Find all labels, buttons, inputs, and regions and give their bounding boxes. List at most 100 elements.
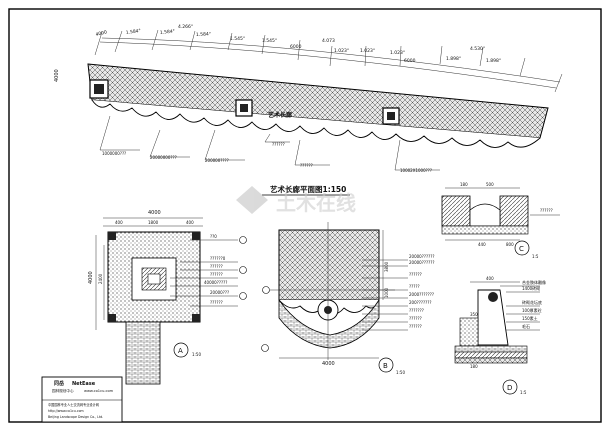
corridor-plan: 4000 bbox=[54, 29, 563, 171]
plan-callout-3: ?????? bbox=[272, 142, 285, 147]
detail-b-dim-bottom: 4000 bbox=[322, 361, 335, 367]
plan-callout-5: 10002X1000??? bbox=[400, 168, 432, 173]
detail-c-marker bbox=[514, 240, 530, 256]
detail-a-dim-sub-0: 400 bbox=[115, 220, 123, 225]
plan-callout-2: 200000???? bbox=[205, 158, 229, 163]
plan-dim-13: 4.530° bbox=[470, 46, 485, 52]
plan-dim-3: 1.584° bbox=[196, 31, 211, 38]
detail-b-callout-0: 20000?????? bbox=[409, 254, 434, 259]
detail-b-callout-1: 20000?????? bbox=[409, 260, 434, 265]
detail-a-dim-left: 4000 bbox=[88, 271, 94, 284]
plan-dim-10: 1.023° bbox=[360, 48, 375, 54]
detail-b-scale: 1:50 bbox=[396, 370, 405, 375]
plan-dim-1: 1.584° bbox=[125, 28, 141, 36]
detail-b-callout-2: ?????? bbox=[409, 272, 422, 277]
detail-a-dim-sub-1: 1800 bbox=[148, 220, 159, 225]
detail-a-dim-left-inner: 2400 bbox=[98, 273, 103, 284]
detail-d-marker bbox=[502, 379, 518, 395]
plan-dim-12: 6000 bbox=[404, 58, 416, 64]
detail-b-callout-4: 2000??????? bbox=[409, 292, 434, 297]
detail-a-callout-1: ??????0 bbox=[210, 256, 226, 261]
detail-b-pavement bbox=[278, 229, 380, 301]
plan-dimension-labels: 4000 1.584° 1.584° 1.584° 4.266° 1.545° … bbox=[95, 24, 501, 64]
detail-b-label: B bbox=[383, 362, 388, 370]
detail-c: C 1:5 180 500 440 800 ?????? bbox=[441, 182, 560, 259]
detail-a-callout-0: ??0 bbox=[210, 234, 217, 239]
corridor-label: 艺术长廊 bbox=[268, 111, 292, 119]
detail-b-callout-8: ?????? bbox=[409, 324, 422, 329]
title-block-line5: Beijing Landscape Design Co., Ltd. bbox=[48, 415, 103, 419]
corridor-wave-edge bbox=[91, 99, 541, 148]
watermark: 土木在线 bbox=[236, 186, 356, 215]
detail-a-dim-top: 4000 bbox=[148, 210, 161, 216]
plan-dim-4: 4.266° bbox=[178, 24, 193, 30]
detail-a-callout-2: ?????? bbox=[210, 264, 223, 269]
detail-c-dim-0: 180 bbox=[460, 182, 468, 187]
plan-dim-6: 1.545° bbox=[262, 38, 277, 44]
title-block-line2: 园林规划中心 bbox=[52, 388, 74, 393]
plan-callouts: 1000000??? 20000000??? 200000???? ??????… bbox=[102, 142, 432, 173]
detail-d-callout-4: 150素土 bbox=[522, 315, 538, 321]
plan-callout-0: 1000000??? bbox=[102, 151, 126, 156]
plan-dim-11: 1.023° bbox=[390, 50, 405, 56]
detail-a-callout-5: 20000??? bbox=[210, 290, 229, 295]
plan-dim-5: 1.545° bbox=[230, 36, 245, 42]
detail-c-label: C bbox=[519, 245, 524, 253]
detail-c-dim-1: 500 bbox=[486, 182, 494, 187]
detail-d-callout-5: 毛石 bbox=[522, 323, 530, 329]
plan-dim-8: 4.073 bbox=[322, 38, 335, 44]
title-block-line4: http://www.co1cu.com bbox=[48, 409, 84, 413]
detail-c-scale: 1:5 bbox=[532, 254, 539, 259]
detail-d-dim-1: 350 bbox=[470, 312, 478, 317]
detail-a-label: A bbox=[178, 347, 183, 355]
watermark-logo-icon bbox=[236, 186, 268, 214]
plan-dim-0: 4000 bbox=[95, 29, 108, 38]
detail-c-dim-3: 800 bbox=[506, 242, 514, 247]
detail-d-callout-1: 1400砖砌 bbox=[522, 285, 540, 291]
detail-a-marker bbox=[173, 342, 189, 358]
detail-a-callout-4: 40000????? bbox=[204, 280, 227, 285]
detail-b-callout-7: ?????? bbox=[409, 316, 422, 321]
detail-b: B 1:50 4000 3800 1000 20000?????? 20000?… bbox=[261, 222, 434, 375]
detail-b-dim-right-1: 1000 bbox=[384, 287, 389, 298]
title-block: 同岳 NetEase 园林规划中心 www.co1cu.com 中国园林专业人士… bbox=[41, 376, 123, 423]
detail-b-curved-wall bbox=[278, 298, 380, 349]
plan-callout-4: ?????? bbox=[300, 163, 313, 168]
watermark-text: 土木在线 bbox=[276, 191, 356, 215]
detail-a: A 1:50 4000 400 1800 400 4000 2400 ??0 ?… bbox=[88, 210, 247, 385]
detail-c-dim-2: 440 bbox=[478, 242, 486, 247]
detail-a-path bbox=[125, 321, 161, 385]
detail-d-callout-3: 100厚素砼 bbox=[522, 307, 542, 313]
detail-d-callout-2: 砖砌花坛底 bbox=[522, 299, 542, 305]
detail-d-label: D bbox=[507, 384, 512, 392]
title-block-url: www.co1cu.com bbox=[84, 389, 114, 393]
detail-b-callout-6: ??????? bbox=[409, 308, 424, 313]
title-block-company-en: NetEase bbox=[72, 381, 96, 387]
detail-a-scale: 1:50 bbox=[192, 352, 201, 357]
detail-d-sculpture bbox=[488, 292, 498, 302]
plan-title: 艺术长廊平面图1:150 bbox=[270, 184, 346, 194]
title-block-line3: 中国园林专业人士交流网专业设计网 bbox=[48, 402, 99, 407]
detail-b-dim-right-0: 3800 bbox=[384, 261, 389, 272]
detail-a-dim-sub-2: 400 bbox=[186, 220, 194, 225]
detail-b-callout-3: ????? bbox=[409, 284, 420, 289]
detail-c-callout-0: ?????? bbox=[540, 208, 553, 213]
detail-d-dim-2: 180 bbox=[470, 364, 478, 369]
plan-dim-9: 1.023° bbox=[334, 48, 349, 54]
detail-a-callout-6: ?????? bbox=[210, 300, 223, 305]
detail-b-marker bbox=[378, 357, 394, 373]
plan-dim-left: 4000 bbox=[54, 69, 60, 82]
detail-d-callout-0: 合金肢体雕像 bbox=[522, 279, 546, 285]
plan-callout-1: 20000000??? bbox=[150, 155, 177, 160]
title-block-company-cn: 同岳 bbox=[54, 380, 64, 387]
sheet-border bbox=[8, 8, 602, 423]
plan-dim-2: 1.584° bbox=[160, 28, 176, 36]
detail-d-scale: 1:5 bbox=[520, 390, 527, 395]
detail-d-dim-0: 400 bbox=[486, 276, 494, 281]
detail-a-callout-3: ?????? bbox=[210, 272, 223, 277]
plan-dim-15: 1.898° bbox=[486, 58, 501, 64]
detail-b-callout-5: 200??????? bbox=[409, 300, 432, 305]
plan-dim-7: 6000 bbox=[290, 44, 302, 50]
